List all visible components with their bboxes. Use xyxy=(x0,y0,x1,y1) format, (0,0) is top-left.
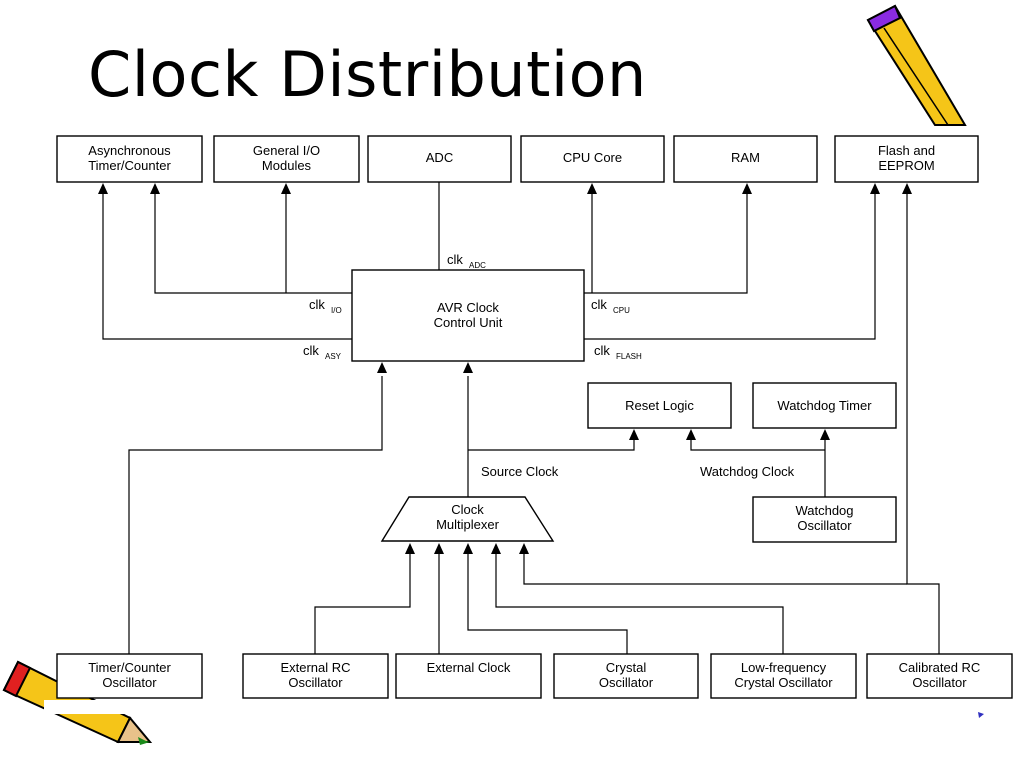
svg-text:AVR Clock: AVR Clock xyxy=(437,300,499,315)
timer-counter-oscillator: Timer/Counter Oscillator xyxy=(56,653,203,699)
watchdog-oscillator: Watchdog Oscillator xyxy=(752,496,897,543)
module-cpu-core: CPU Core xyxy=(520,135,665,183)
module-ram: RAM xyxy=(673,135,818,183)
svg-text:clk: clk xyxy=(303,343,319,358)
svg-text:Calibrated RC: Calibrated RC xyxy=(899,660,981,675)
svg-text:Oscillator: Oscillator xyxy=(102,675,157,690)
svg-text:clk: clk xyxy=(309,297,325,312)
svg-text:Crystal: Crystal xyxy=(606,660,647,675)
external-rc-oscillator: External RC Oscillator xyxy=(242,653,389,699)
svg-text:Timer/Counter: Timer/Counter xyxy=(88,158,171,173)
clk-cpu-label: clk CPU xyxy=(591,297,630,315)
low-frequency-crystal-oscillator: Low-frequency Crystal Oscillator xyxy=(710,653,857,699)
svg-text:External RC: External RC xyxy=(280,660,350,675)
module-adc: ADC xyxy=(367,135,512,183)
clk-flash-label: clk FLASH xyxy=(594,343,642,361)
svg-text:clk: clk xyxy=(447,252,463,267)
svg-text:Crystal Oscillator: Crystal Oscillator xyxy=(734,675,833,690)
reset-logic: Reset Logic xyxy=(587,382,732,429)
clk-asy-label: clk ASY xyxy=(303,343,342,361)
svg-text:Clock: Clock xyxy=(451,502,484,517)
svg-text:Watchdog: Watchdog xyxy=(795,503,853,518)
svg-text:Flash and: Flash and xyxy=(878,143,935,158)
clk-io-label: clk I/O xyxy=(309,297,342,315)
arrowheads xyxy=(98,183,912,554)
source-clock-label: Source Clock xyxy=(481,464,559,479)
calibrated-rc-oscillator: Calibrated RC Oscillator xyxy=(866,653,1013,699)
watchdog-clock-label: Watchdog Clock xyxy=(700,464,795,479)
svg-text:Low-frequency: Low-frequency xyxy=(741,660,827,675)
external-clock: External Clock xyxy=(395,653,542,699)
svg-text:Oscillator: Oscillator xyxy=(797,518,852,533)
svg-text:ASY: ASY xyxy=(325,352,342,361)
svg-text:Control Unit: Control Unit xyxy=(434,315,503,330)
svg-text:Oscillator: Oscillator xyxy=(912,675,967,690)
svg-text:Multiplexer: Multiplexer xyxy=(436,517,500,532)
module-flash-eeprom: Flash and EEPROM xyxy=(834,135,979,183)
svg-text:ADC: ADC xyxy=(426,150,453,165)
pencil-icon xyxy=(866,4,967,126)
module-async-timer-counter: Asynchronous Timer/Counter xyxy=(56,135,203,183)
clock-multiplexer: Clock Multiplexer xyxy=(380,496,555,542)
svg-text:Reset Logic: Reset Logic xyxy=(625,398,694,413)
module-general-io: General I/O Modules xyxy=(213,135,360,183)
pencil-icon xyxy=(2,660,164,745)
slide-title: Clock Distribution xyxy=(88,38,647,111)
svg-text:CPU Core: CPU Core xyxy=(563,150,622,165)
svg-text:General I/O: General I/O xyxy=(253,143,320,158)
svg-text:Watchdog Timer: Watchdog Timer xyxy=(777,398,872,413)
svg-text:RAM: RAM xyxy=(731,150,760,165)
avr-clock-control-unit: AVR Clock Control Unit xyxy=(351,269,585,362)
svg-text:Asynchronous: Asynchronous xyxy=(88,143,171,158)
wires xyxy=(102,182,940,654)
svg-text:Modules: Modules xyxy=(262,158,312,173)
crystal-oscillator: Crystal Oscillator xyxy=(553,653,699,699)
svg-text:Timer/Counter: Timer/Counter xyxy=(88,660,171,675)
svg-text:FLASH: FLASH xyxy=(616,352,642,361)
svg-text:clk: clk xyxy=(591,297,607,312)
svg-text:clk: clk xyxy=(594,343,610,358)
svg-text:Oscillator: Oscillator xyxy=(288,675,343,690)
svg-text:EEPROM: EEPROM xyxy=(878,158,934,173)
clk-adc-label: clk ADC xyxy=(447,252,486,270)
svg-text:External Clock: External Clock xyxy=(427,660,511,675)
svg-text:CPU: CPU xyxy=(613,306,630,315)
svg-text:Oscillator: Oscillator xyxy=(599,675,654,690)
svg-text:I/O: I/O xyxy=(331,306,342,315)
slide-marker-icon xyxy=(978,712,984,718)
watchdog-timer: Watchdog Timer xyxy=(752,382,897,429)
svg-text:ADC: ADC xyxy=(469,261,486,270)
